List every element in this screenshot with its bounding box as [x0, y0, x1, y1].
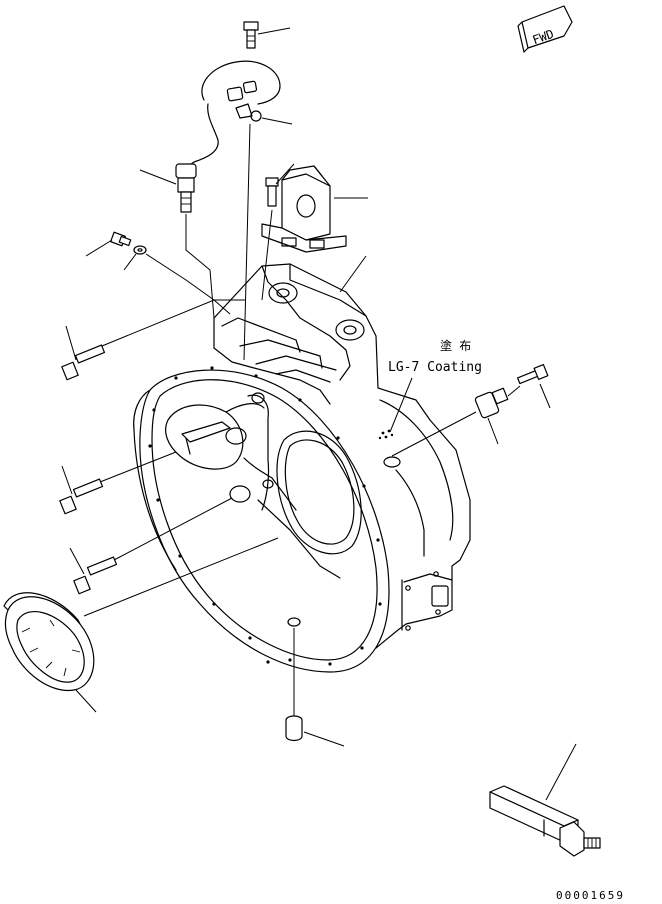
mount-bracket	[261, 165, 347, 253]
coating-area	[378, 429, 394, 440]
coating-jp-label: 塗 布	[440, 338, 471, 353]
housing-bolt-1-icon	[61, 344, 106, 381]
bracket-bolt-icon	[265, 177, 279, 207]
fwd-arrow-tag-icon: FWD	[517, 5, 573, 53]
flange-bolt-holes	[148, 366, 382, 666]
fwd-label: FWD	[531, 27, 556, 48]
drawing-number: 00001659	[556, 889, 625, 902]
switch-bolt-icon	[517, 363, 549, 385]
washer-icon	[133, 245, 147, 255]
housing-bolt-3-icon	[73, 556, 118, 595]
flywheel-housing	[133, 263, 471, 673]
tool-rod-icon	[489, 785, 601, 857]
speed-sensor-icon	[175, 163, 197, 213]
harness-bolt-icon	[243, 21, 259, 49]
oil-seal	[3, 592, 95, 692]
housing-bolt-2-icon	[59, 478, 104, 515]
drain-plug-icon	[285, 715, 303, 742]
sensor-harness	[185, 60, 281, 169]
coating-en-label: LG-7 Coating	[388, 360, 482, 375]
plug-bolt-icon	[110, 231, 132, 247]
pressure-switch-icon	[474, 387, 509, 419]
